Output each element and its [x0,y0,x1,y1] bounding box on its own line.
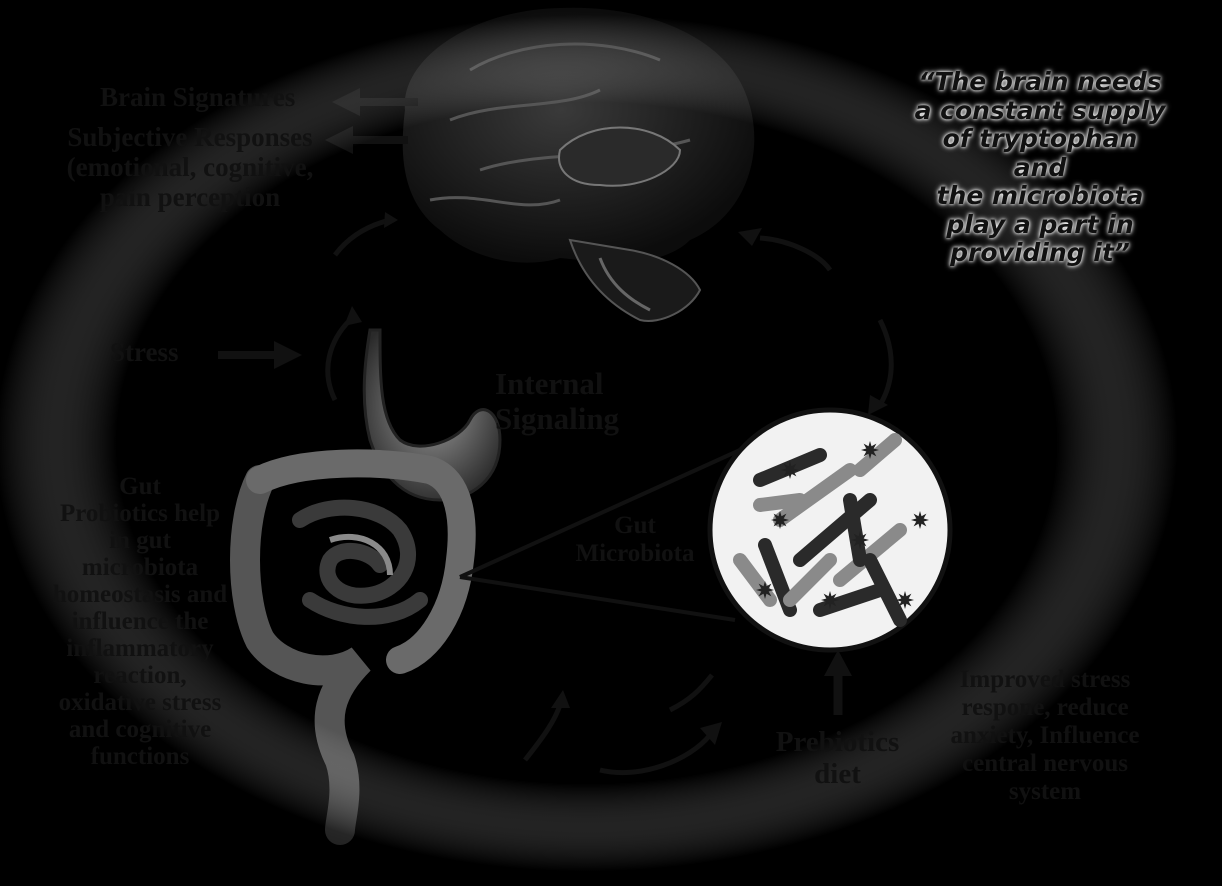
label-gut-microbiota: Gut Microbiota [560,512,710,568]
label-improved-stress: Improved stress respone, reduce anxiety,… [905,666,1185,806]
label-internal-signaling: Internal Signaling [495,367,645,436]
label-gut-probiotics: Gut Probiotics help in gut microbiota ho… [20,473,260,770]
label-subjective-responses: Subjective Responses (emotional, cogniti… [40,122,340,213]
label-brain-signatures: Brain Signatures [100,82,320,112]
label-stress: Stress [110,337,210,367]
label-probiotics-prebiotics-diet: Prebiotics diet [745,726,930,791]
tryptophan-quote: “The brain needs a constant supply of tr… [880,68,1200,268]
